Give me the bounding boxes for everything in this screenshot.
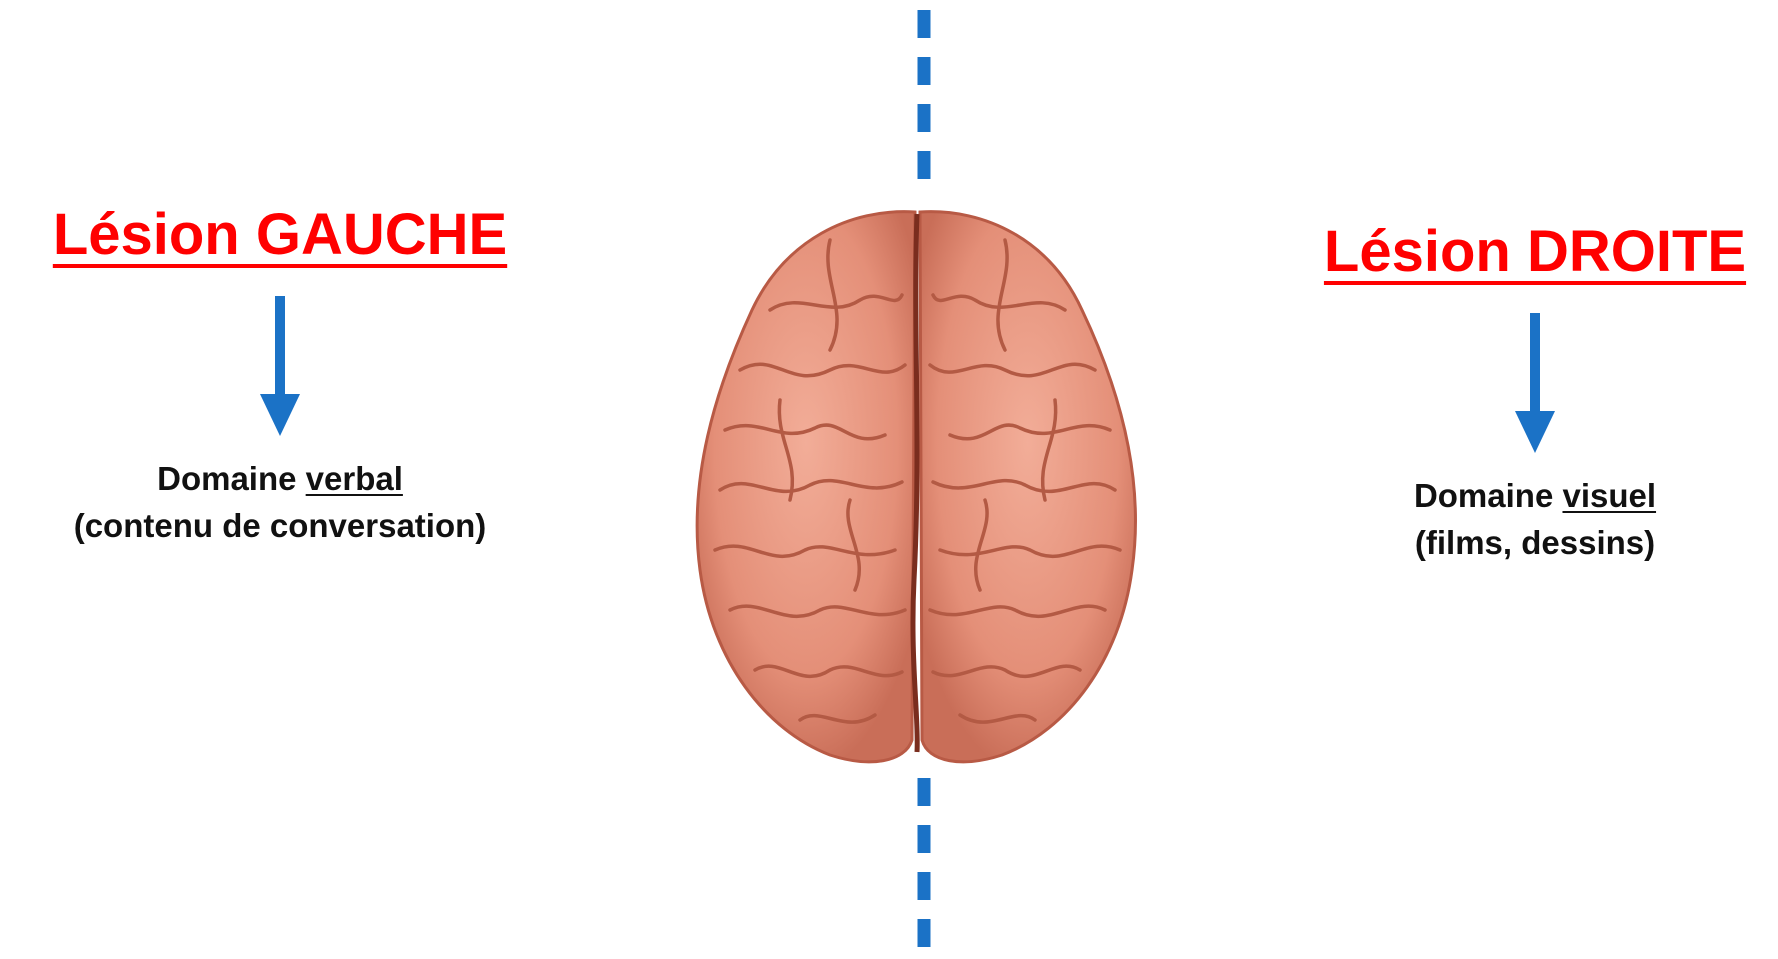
- brain-icon: [680, 200, 1150, 770]
- right-domain-detail: (films, dessins): [1300, 520, 1770, 567]
- right-domain-text: Domaine visuel (films, dessins): [1300, 473, 1770, 567]
- left-domain-detail: (contenu de conversation): [0, 503, 560, 550]
- left-domain-text: Domaine verbal (contenu de conversation): [0, 456, 560, 550]
- domain-label: Domaine: [1414, 477, 1563, 514]
- left-lesion-panel: Lésion GAUCHE Domaine verbal (contenu de…: [0, 205, 560, 550]
- right-lesion-panel: Lésion DROITE Domaine visuel (films, des…: [1300, 222, 1770, 567]
- domain-label: Domaine: [157, 460, 306, 497]
- arrow-down-icon: [260, 296, 300, 436]
- right-domain-line: Domaine visuel: [1300, 473, 1770, 520]
- right-domain-word: visuel: [1562, 477, 1656, 514]
- left-domain-word: verbal: [306, 460, 403, 497]
- right-lesion-title: Lésion DROITE: [1324, 222, 1746, 283]
- left-lesion-title: Lésion GAUCHE: [53, 205, 507, 266]
- arrow-down-icon: [1515, 313, 1555, 453]
- left-domain-line: Domaine verbal: [0, 456, 560, 503]
